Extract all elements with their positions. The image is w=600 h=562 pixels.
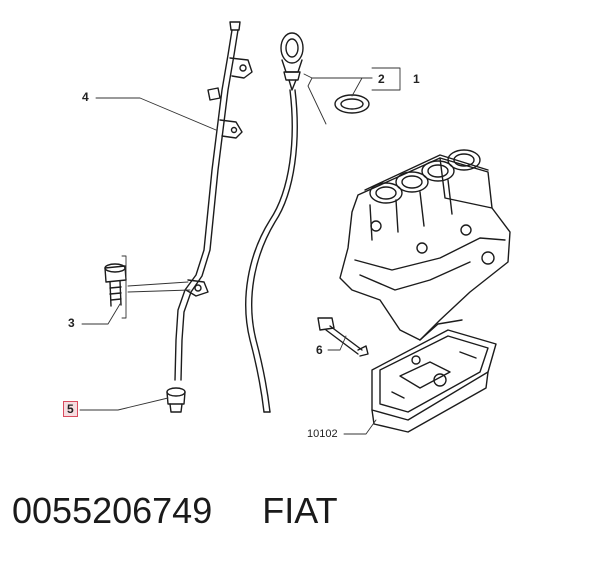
oil-pan bbox=[371, 329, 497, 433]
callout-4: 4 bbox=[82, 90, 89, 104]
callout-1: 1 bbox=[413, 72, 420, 86]
brand-name: FIAT bbox=[262, 490, 338, 531]
exploded-parts-diagram bbox=[79, 21, 511, 435]
callout-3: 3 bbox=[68, 316, 75, 330]
callout-reference-number: 10102 bbox=[307, 428, 338, 440]
callout-6: 6 bbox=[316, 343, 323, 357]
drain-plug bbox=[166, 387, 186, 413]
engine-block bbox=[339, 149, 511, 341]
callout-2: 2 bbox=[378, 72, 385, 86]
callout-5-highlighted: 5 bbox=[63, 401, 78, 417]
dipstick bbox=[245, 32, 304, 413]
caption: 0055206749 FIAT bbox=[12, 490, 592, 542]
oil-level-sensor bbox=[317, 317, 369, 357]
leader-lines bbox=[79, 67, 401, 435]
o-ring-seal bbox=[334, 94, 370, 114]
part-number: 0055206749 bbox=[12, 490, 213, 531]
bolt bbox=[104, 263, 127, 307]
dipstick-guide-tube bbox=[174, 21, 253, 381]
